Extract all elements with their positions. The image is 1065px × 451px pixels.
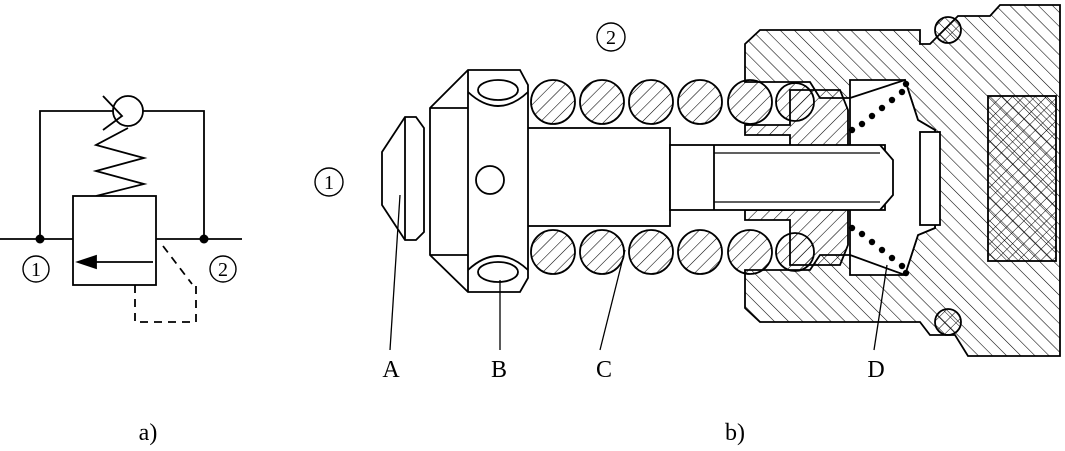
port-2-label-a: 2 — [218, 259, 228, 281]
drain-line — [134, 284, 197, 323]
check-valve-seat — [102, 95, 124, 131]
spring-c — [530, 79, 815, 275]
pilot-line — [162, 245, 193, 285]
leader-lines — [389, 194, 888, 351]
port-1-circle-b — [314, 167, 344, 197]
symbol-diagram — [0, 95, 242, 323]
label-d: D — [867, 357, 884, 383]
caption-b: b) — [725, 420, 745, 446]
port-1-circle-a — [22, 255, 50, 283]
o-ring-top — [934, 16, 962, 44]
port-2-circle-b — [596, 22, 626, 52]
port-1-label-b: 1 — [324, 172, 334, 194]
section-view — [381, 4, 1061, 357]
label-a: A — [382, 357, 400, 383]
hex-socket — [987, 95, 1057, 262]
port-2-circle-a — [209, 255, 237, 283]
port-1-label-a: 1 — [31, 259, 41, 281]
label-c: C — [596, 357, 612, 383]
spring-d — [848, 80, 910, 277]
check-valve-ball — [112, 95, 144, 127]
poppet-a — [381, 116, 425, 241]
piston-rod — [519, 127, 671, 227]
o-ring-bottom — [934, 308, 962, 336]
caption-a: a) — [139, 420, 158, 446]
port-2-label-b: 2 — [606, 27, 616, 49]
threaded-stem — [669, 144, 886, 211]
label-b: B — [491, 357, 507, 383]
valve-box — [72, 195, 157, 286]
spring-symbol — [92, 127, 148, 197]
